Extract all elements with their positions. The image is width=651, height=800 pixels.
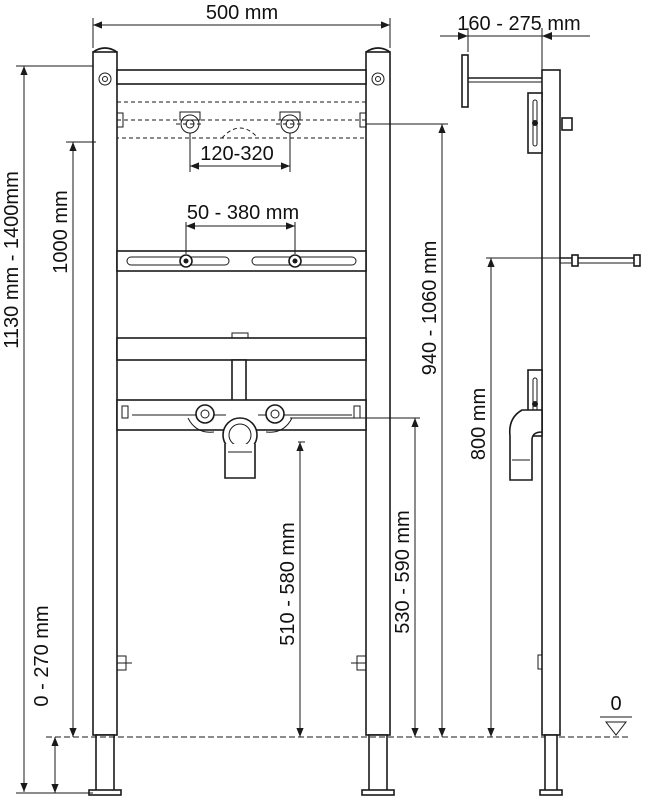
right-post [365, 51, 391, 736]
height-1000-label: 1000 mm [50, 190, 72, 273]
right-tap-connector [276, 111, 304, 134]
frame-height-label: 1130 mm - 1400mm [1, 171, 23, 348]
wall-plate [461, 54, 469, 108]
height-530-590-label: 530 - 590 mm [392, 510, 414, 633]
side-frame [461, 54, 641, 796]
height-940-1060-label: 940 - 1060 mm [419, 241, 441, 376]
side-drain-bend [508, 409, 543, 481]
floor-zero-marker [600, 716, 632, 736]
leg-adjust-label: 0 - 270 mm [31, 605, 53, 706]
drain-pipe [224, 444, 256, 479]
top-crossbar [116, 69, 367, 85]
side-post [541, 69, 561, 736]
floor-zero-label: 0 [610, 693, 621, 715]
lower-right-valve [265, 404, 293, 433]
left-mount-hole [98, 72, 112, 86]
left-tap-connector [176, 111, 204, 134]
left-post [92, 51, 118, 736]
height-510-580-label: 510 - 580 mm [277, 522, 299, 645]
drain-upright [231, 359, 247, 405]
height-800-label: 800 mm [468, 388, 490, 460]
bolt-crossbar [116, 250, 367, 272]
bolt-spacing-label: 50 - 380 mm [187, 202, 299, 224]
total-width-label: 500 mm [206, 2, 278, 24]
front-frame [88, 47, 395, 796]
lower-left-valve [187, 404, 215, 433]
left-foot [95, 734, 115, 792]
depth-range-label: 160 - 275 mm [457, 13, 580, 35]
tap-spacing-label: 120-320 [200, 143, 273, 165]
right-foot [368, 734, 388, 792]
side-foot [544, 734, 558, 792]
middle-crossbar [116, 337, 367, 361]
right-mount-hole [371, 72, 385, 86]
